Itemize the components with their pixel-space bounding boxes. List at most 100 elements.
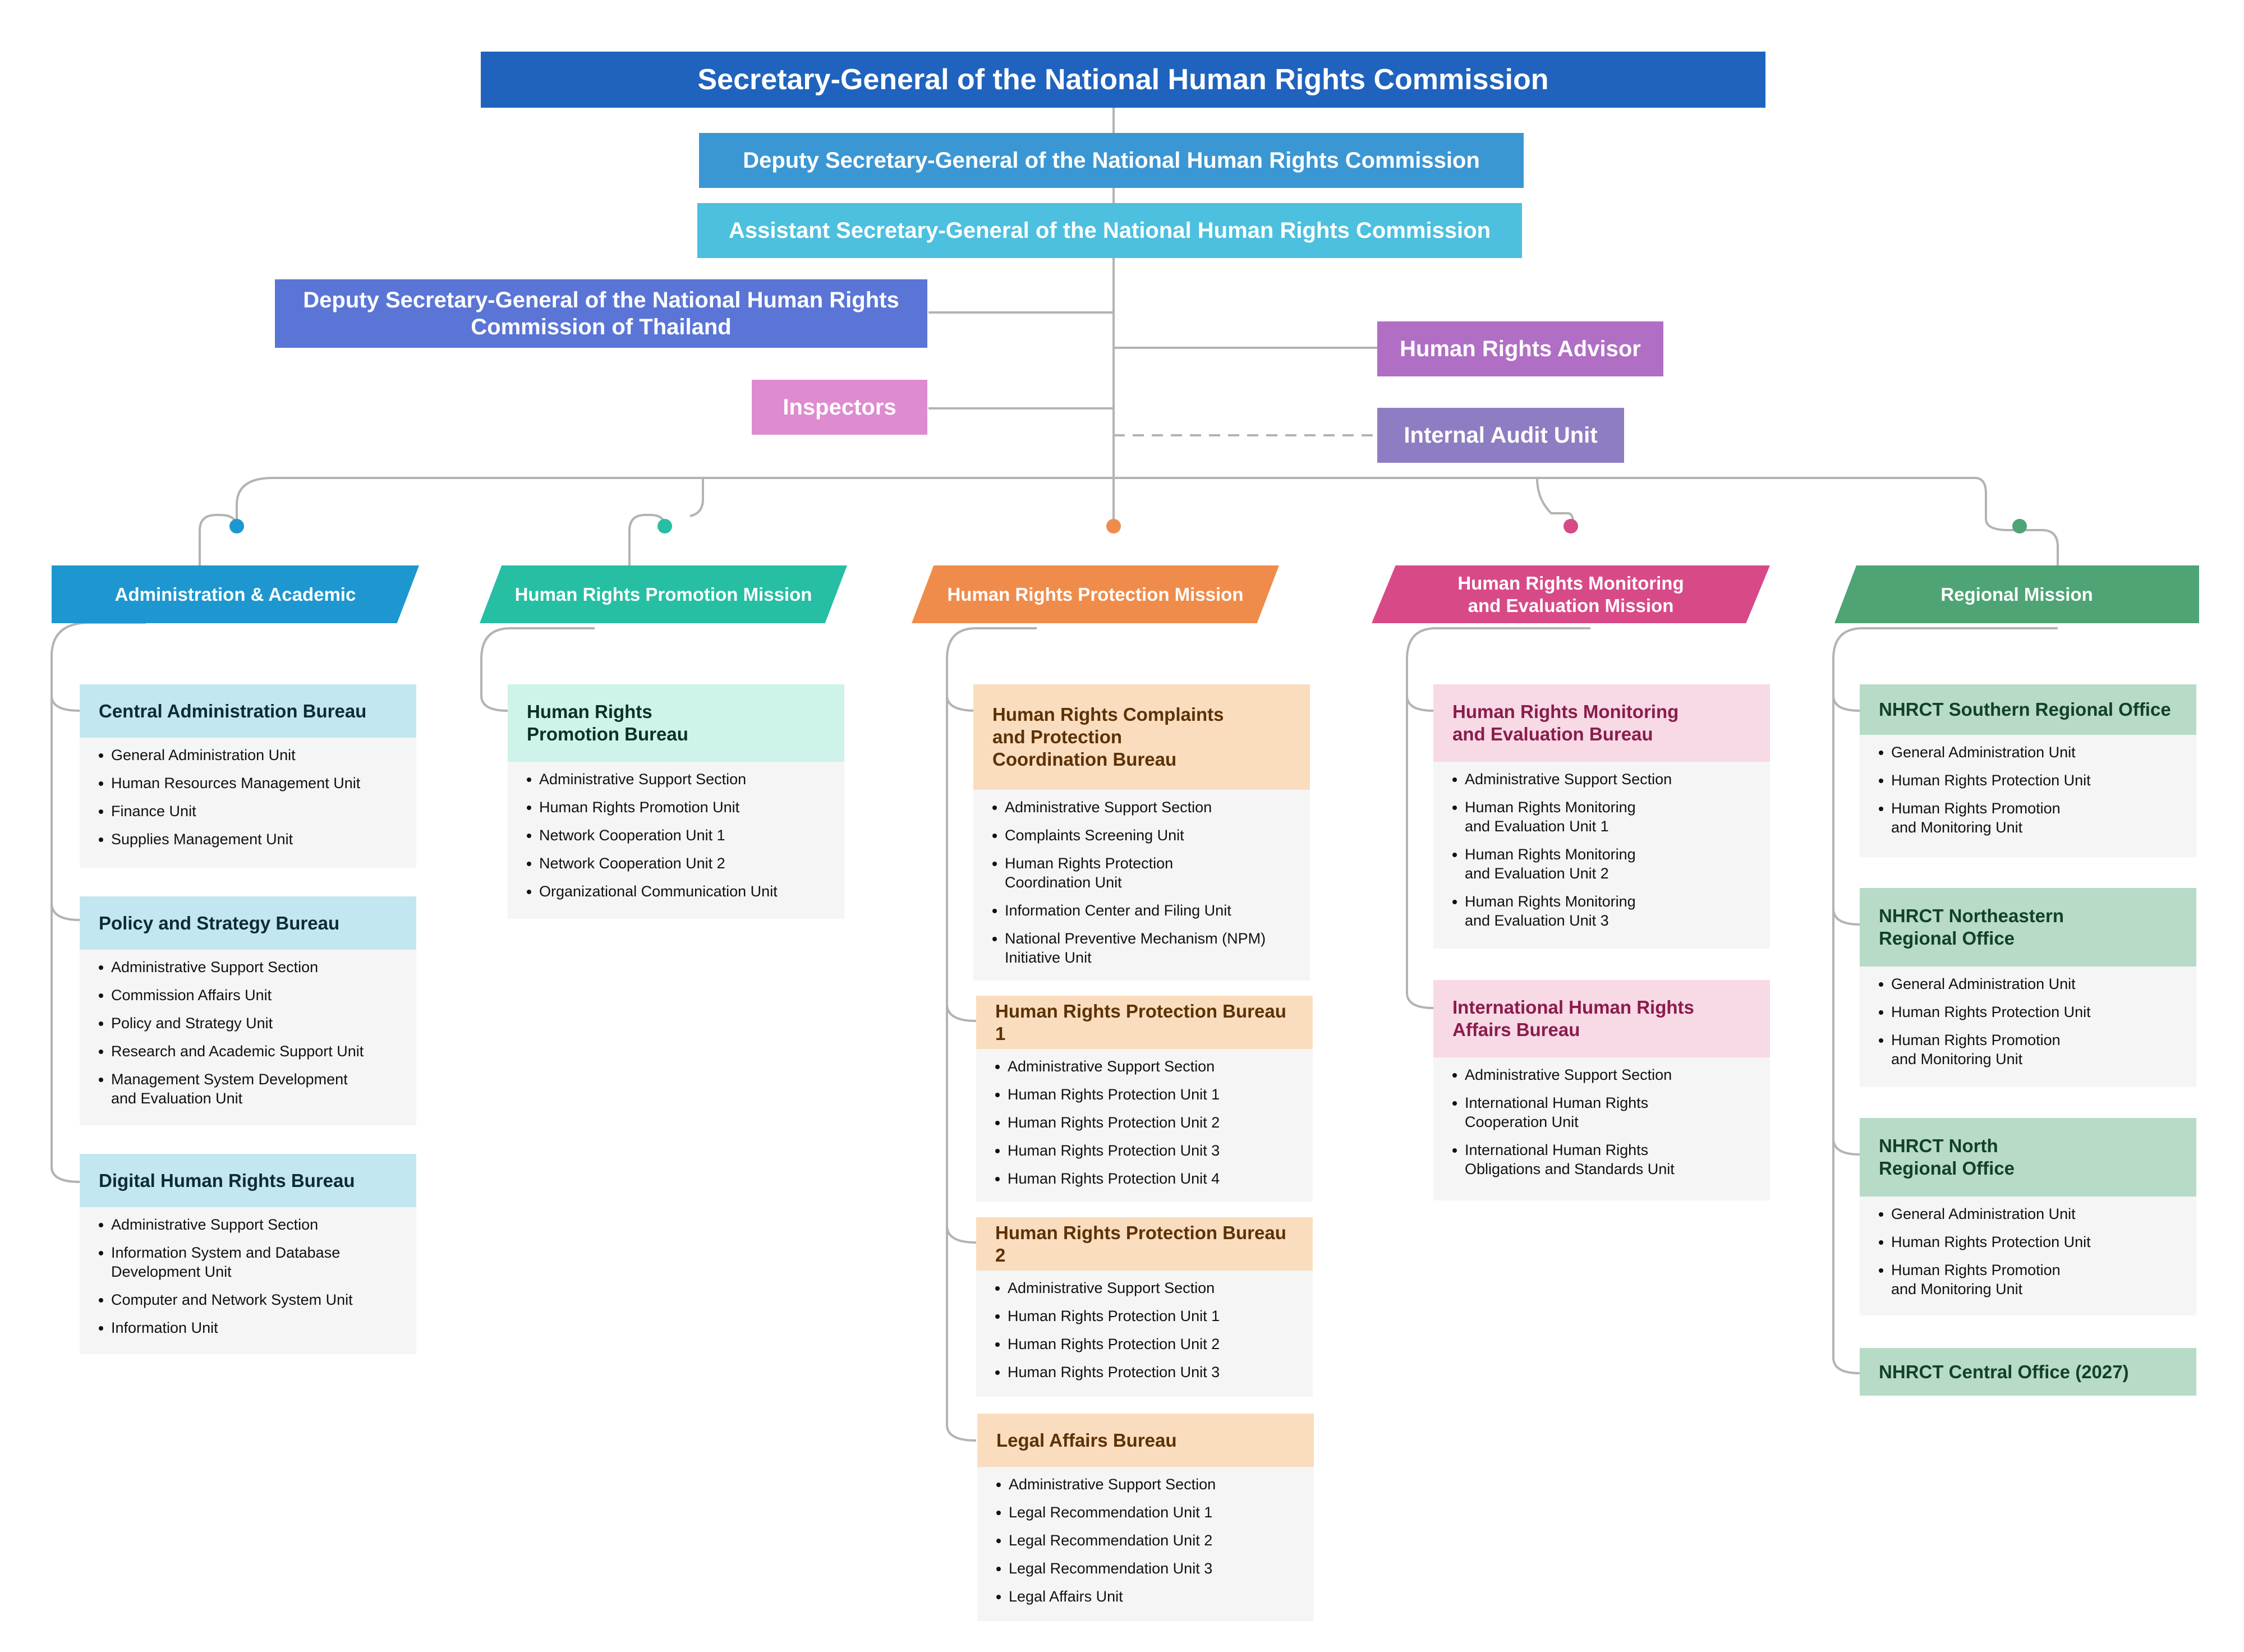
bureau-name: NHRCT Central Office (2027) [1879, 1361, 2129, 1382]
unit-item: Human Rights Protection Unit 3 [994, 1141, 1302, 1160]
bureau-name: NHRCT North Regional Office [1879, 1135, 2015, 1179]
unit-item: Human Rights Protection Unit 2 [994, 1335, 1302, 1354]
mission-banner: Regional Mission [1834, 565, 2199, 623]
unit-item: Administrative Support Section [1451, 1065, 1759, 1084]
unit-item: Human Rights Promotion Unit [526, 798, 833, 817]
bureau-header: NHRCT Southern Regional Office [1860, 684, 2196, 735]
inspectors-box: Inspectors [752, 380, 927, 435]
unit-item: Human Rights Monitoring and Evaluation U… [1451, 798, 1759, 836]
unit-item: Human Resources Management Unit [98, 774, 405, 793]
unit-item: General Administration Unit [1878, 1204, 2185, 1223]
bureau-header: Human Rights Protection Bureau 1 [976, 996, 1313, 1049]
mission-banner: Human Rights Promotion Mission [480, 565, 847, 623]
mission-label: Human Rights Protection Mission [947, 583, 1244, 605]
unit-item: Administrative Support Section [526, 770, 833, 789]
mission-label: Human Rights Monitoring and Evaluation M… [1457, 572, 1684, 616]
bureau-header: International Human Rights Affairs Burea… [1433, 980, 1770, 1057]
bureau-name: Human Rights Protection Bureau 1 [995, 1000, 1286, 1044]
unit-item: Legal Recommendation Unit 3 [995, 1559, 1303, 1578]
mission-banner: Human Rights Protection Mission [912, 565, 1279, 623]
unit-item: Policy and Strategy Unit [98, 1014, 405, 1033]
unit-item: General Administration Unit [98, 746, 405, 765]
unit-item: Human Rights Protection Unit 4 [994, 1169, 1302, 1188]
unit-item: Information Unit [98, 1318, 405, 1337]
bureau-header: Policy and Strategy Bureau [80, 896, 416, 950]
bureau-header: Digital Human Rights Bureau [80, 1154, 416, 1207]
unit-item: Human Rights Protection Unit [1878, 1232, 2185, 1251]
assistant-sg-box: Assistant Secretary-General of the Natio… [697, 203, 1522, 258]
secretary-general-box: Secretary-General of the National Human … [481, 52, 1765, 108]
deputy-sg-label: Deputy Secretary-General of the National… [743, 148, 1480, 173]
bureau-name: Human Rights Protection Bureau 2 [995, 1222, 1286, 1266]
bureau-header: Human Rights Complaints and Protection C… [973, 684, 1310, 790]
unit-item: Organizational Communication Unit [526, 882, 833, 901]
mission-label: Administration & Academic [114, 583, 356, 605]
unit-item: Human Rights Monitoring and Evaluation U… [1451, 845, 1759, 883]
bureau-header: Legal Affairs Bureau [977, 1414, 1314, 1467]
unit-item: Administrative Support Section [994, 1057, 1302, 1076]
bureau-name: NHRCT Northeastern Regional Office [1879, 905, 2064, 949]
mission-label: Human Rights Promotion Mission [514, 583, 812, 605]
deputy-sg-thailand-box: Deputy Secretary-General of the National… [275, 279, 927, 348]
bureau-name: NHRCT Southern Regional Office [1879, 699, 2171, 720]
unit-item: Supplies Management Unit [98, 830, 405, 849]
unit-item: Legal Recommendation Unit 2 [995, 1531, 1303, 1550]
internal-audit-unit-label: Internal Audit Unit [1404, 422, 1598, 448]
bureau-header: Central Administration Bureau [80, 684, 416, 738]
unit-item: Human Rights Protection Unit [1878, 771, 2185, 790]
bureau-header: Human Rights Monitoring and Evaluation B… [1433, 684, 1770, 762]
bureau-name: Policy and Strategy Bureau [99, 912, 340, 933]
bureau-header: Human Rights Promotion Bureau [508, 684, 844, 762]
unit-item: Human Rights Protection Unit [1878, 1002, 2185, 1021]
secretary-general-label: Secretary-General of the National Human … [697, 63, 1549, 96]
mission-banner: Administration & Academic [52, 565, 419, 623]
bureau-header: NHRCT Northeastern Regional Office [1860, 888, 2196, 967]
unit-item: Management System Development and Evalua… [98, 1070, 405, 1108]
unit-item: Administrative Support Section [994, 1278, 1302, 1297]
unit-item: Legal Affairs Unit [995, 1587, 1303, 1606]
mission-connector-dot [2012, 519, 2027, 533]
unit-item: International Human Rights Obligations a… [1451, 1140, 1759, 1179]
unit-item: Administrative Support Section [1451, 770, 1759, 789]
unit-item: Human Rights Protection Unit 1 [994, 1306, 1302, 1326]
bureau-name: Human Rights Monitoring and Evaluation B… [1452, 701, 1679, 744]
bureau-name: Legal Affairs Bureau [996, 1429, 1177, 1451]
unit-item: Administrative Support Section [98, 958, 405, 977]
mission-connector-dot [1106, 519, 1121, 533]
unit-item: Human Rights Promotion and Monitoring Un… [1878, 799, 2185, 837]
mission-connector-dot [1564, 519, 1578, 533]
unit-item: Complaints Screening Unit [991, 826, 1299, 845]
unit-item: Human Rights Promotion and Monitoring Un… [1878, 1030, 2185, 1069]
unit-item: Human Rights Protection Unit 2 [994, 1113, 1302, 1132]
bureau-name: Central Administration Bureau [99, 700, 367, 721]
unit-item: General Administration Unit [1878, 743, 2185, 762]
unit-item: International Human Rights Cooperation U… [1451, 1093, 1759, 1131]
mission-label: Regional Mission [1940, 583, 2093, 605]
unit-item: Network Cooperation Unit 1 [526, 826, 833, 845]
unit-item: Information Center and Filing Unit [991, 901, 1299, 920]
bureau-header: NHRCT North Regional Office [1860, 1118, 2196, 1197]
unit-item: Human Rights Protection Unit 3 [994, 1363, 1302, 1382]
bureau-header: NHRCT Central Office (2027) [1860, 1348, 2196, 1396]
unit-item: Research and Academic Support Unit [98, 1042, 405, 1061]
bureau-name: Human Rights Promotion Bureau [527, 701, 688, 744]
unit-item: National Preventive Mechanism (NPM) Init… [991, 929, 1299, 967]
internal-audit-unit-box: Internal Audit Unit [1377, 408, 1624, 463]
bureau-name: Digital Human Rights Bureau [99, 1170, 355, 1191]
mission-connector-dot [229, 519, 244, 533]
assistant-sg-label: Assistant Secretary-General of the Natio… [728, 218, 1491, 243]
unit-item: Human Rights Protection Unit 1 [994, 1085, 1302, 1104]
unit-item: Computer and Network System Unit [98, 1290, 405, 1309]
unit-item: Administrative Support Section [991, 798, 1299, 817]
unit-item: Human Rights Protection Coordination Uni… [991, 854, 1299, 892]
